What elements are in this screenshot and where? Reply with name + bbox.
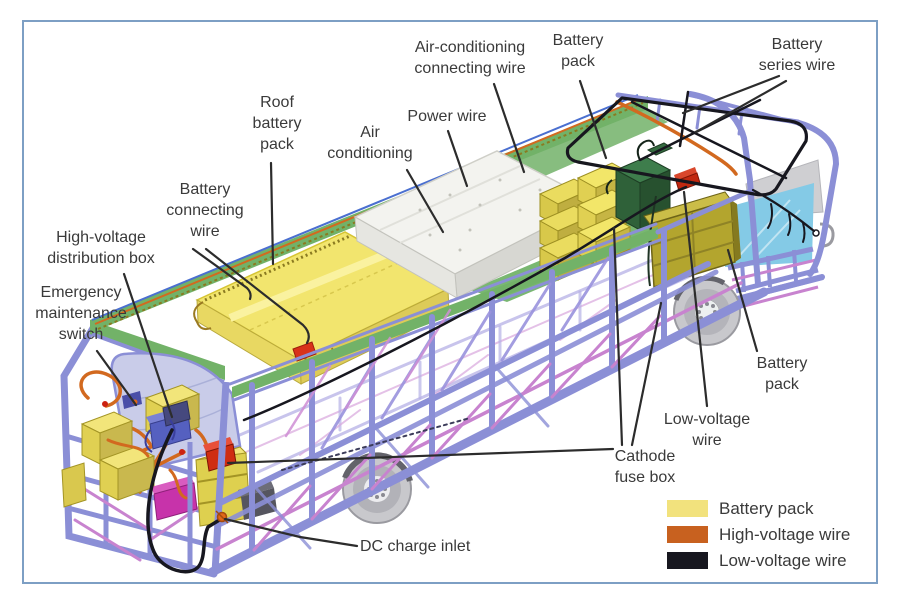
leader-cathode-fuse-box-1 bbox=[226, 447, 615, 465]
label-line: Battery bbox=[771, 36, 823, 53]
magenta-box bbox=[153, 482, 198, 521]
label-line: wire bbox=[692, 432, 722, 449]
label-line: pack bbox=[561, 53, 595, 70]
label-line: Battery bbox=[179, 181, 231, 198]
label-line: distribution box bbox=[47, 250, 155, 267]
label-low-voltage-wire: Low-voltage wire bbox=[664, 409, 750, 451]
leader-battery-connecting-wire-2 bbox=[204, 247, 310, 345]
leader-battery-connecting-wire-1 bbox=[191, 247, 252, 301]
label-line: switch bbox=[58, 326, 104, 343]
label-high-voltage-distribution-box: High-voltage distribution box bbox=[47, 227, 155, 269]
legend-swatch-high-voltage-wire bbox=[667, 526, 708, 543]
leader-lines bbox=[95, 74, 788, 548]
legend-label: Low-voltage wire bbox=[719, 551, 847, 570]
leader-battery-series-wire-2 bbox=[694, 79, 788, 134]
label-line: Battery bbox=[756, 355, 808, 372]
label-line: High-voltage bbox=[56, 229, 146, 246]
leader-roof-battery-pack bbox=[269, 161, 275, 266]
label-line: Low-voltage bbox=[663, 411, 751, 428]
legend-swatch-low-voltage-wire bbox=[667, 552, 708, 569]
label-battery-connecting-wire: Battery connecting wire bbox=[166, 179, 243, 242]
legend: Battery pack High-voltage wire Low-volta… bbox=[667, 500, 850, 578]
label-dc-charge-inlet: DC charge inlet bbox=[360, 536, 470, 557]
roof-pack-connector bbox=[292, 341, 317, 362]
rear-battery-compartment bbox=[61, 352, 277, 574]
legend-item-low-voltage-wire: Low-voltage wire bbox=[667, 552, 850, 569]
label-power-wire: Power wire bbox=[407, 106, 486, 127]
leader-dc-charge-inlet bbox=[223, 517, 359, 548]
high-voltage-wire bbox=[615, 100, 738, 176]
label-line: wire bbox=[190, 223, 220, 240]
label-battery-pack-top: Battery pack bbox=[553, 30, 604, 72]
label-line: connecting bbox=[166, 202, 244, 219]
label-cathode-fuse-box: Cathode fuse box bbox=[615, 446, 676, 488]
leader-low-voltage-wire bbox=[682, 190, 709, 408]
label-line: Battery bbox=[552, 32, 604, 49]
label-line: battery bbox=[252, 115, 302, 132]
leader-cathode-fuse-box-2 bbox=[612, 226, 624, 447]
label-battery-pack-right: Battery pack bbox=[757, 353, 808, 395]
legend-swatch-battery-pack bbox=[667, 500, 708, 517]
legend-label: Battery pack bbox=[719, 499, 814, 518]
leader-air-conditioning-connecting-wire bbox=[492, 82, 526, 174]
label-emergency-maintenance-switch: Emergency maintenance switch bbox=[35, 282, 127, 345]
label-roof-battery-pack: Roof battery pack bbox=[253, 92, 302, 155]
label-line: conditioning bbox=[327, 145, 413, 162]
leader-high-voltage-distribution-box bbox=[122, 272, 174, 419]
label-line: Emergency bbox=[40, 284, 122, 301]
label-line: pack bbox=[765, 376, 799, 393]
leader-emergency-maintenance-switch bbox=[95, 349, 138, 407]
label-line: DC charge inlet bbox=[360, 538, 471, 555]
legend-item-battery-pack: Battery pack bbox=[667, 500, 850, 517]
label-line: Power wire bbox=[407, 108, 487, 125]
leader-air-conditioning bbox=[405, 168, 445, 234]
cabin-battery-pack-shape bbox=[643, 191, 741, 288]
leader-battery-pack-right bbox=[726, 248, 759, 353]
label-line: series wire bbox=[758, 57, 836, 74]
legend-label: High-voltage wire bbox=[719, 525, 851, 544]
label-line: maintenance bbox=[35, 305, 127, 322]
label-line: Roof bbox=[260, 94, 294, 111]
label-line: Air-conditioning bbox=[414, 39, 526, 56]
label-line: connecting wire bbox=[414, 60, 526, 77]
label-air-conditioning: Air conditioning bbox=[327, 122, 412, 164]
ac-texture bbox=[418, 178, 557, 252]
label-air-conditioning-connecting-wire: Air-conditioning connecting wire bbox=[414, 37, 525, 79]
near-side-frame bbox=[207, 189, 825, 577]
label-line: fuse box bbox=[614, 469, 676, 486]
leader-battery-series-wire-1 bbox=[681, 74, 781, 115]
label-battery-series-wire: Battery series wire bbox=[759, 34, 835, 76]
leader-cathode-fuse-box-3 bbox=[630, 301, 663, 447]
label-line: Cathode bbox=[614, 448, 676, 465]
ac-unit-shape bbox=[353, 150, 599, 299]
label-line: Air bbox=[360, 124, 380, 141]
legend-item-high-voltage-wire: High-voltage wire bbox=[667, 526, 850, 543]
leader-battery-pack-top bbox=[578, 79, 608, 160]
leader-power-wire bbox=[446, 129, 469, 188]
label-line: pack bbox=[260, 136, 294, 153]
